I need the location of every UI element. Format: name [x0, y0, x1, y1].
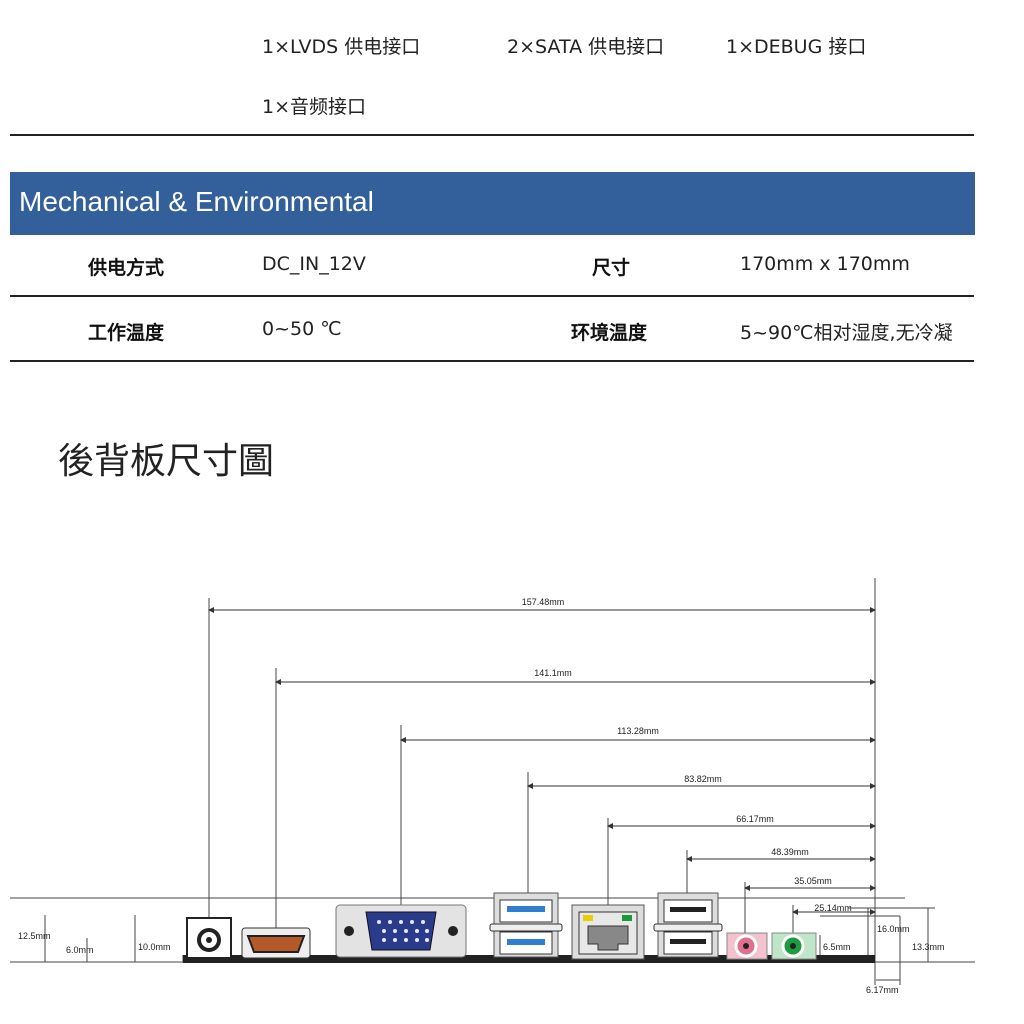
spec-value-env: 5~90℃相对湿度,无冷凝: [740, 322, 953, 344]
interface-sata: 2×SATA 供电接口: [507, 36, 665, 58]
dim-label: 6.17mm: [866, 985, 899, 995]
section-banner: Mechanical & Environmental: [10, 172, 975, 235]
audio-mic-jack-icon: [726, 932, 768, 960]
interface-debug: 1×DEBUG 接口: [726, 36, 867, 58]
usb2-port-icon: [653, 892, 723, 958]
rear-panel-drawing: 157.48mm 141.1mm 113.28mm 83.82mm 66.17m…: [10, 578, 975, 995]
interface-lvds: 1×LVDS 供电接口: [262, 36, 421, 58]
spec-value-power: DC_IN_12V: [262, 253, 366, 275]
dim-label: 83.82mm: [684, 774, 722, 784]
vga-port-icon: [335, 904, 467, 958]
dim-label: 6.0mm: [66, 945, 94, 955]
dim-label: 6.5mm: [823, 942, 851, 952]
dim-label: 10.0mm: [138, 942, 171, 952]
dim-label: 25.14mm: [814, 903, 852, 913]
dc-jack-icon: [186, 917, 232, 959]
dim-label: 13.3mm: [912, 942, 945, 952]
usb3-port-icon: [489, 892, 563, 958]
ethernet-port-icon: [571, 904, 645, 960]
dim-label: 12.5mm: [18, 931, 51, 941]
dim-label: 48.39mm: [771, 847, 809, 857]
divider: [10, 360, 974, 362]
dim-label: 157.48mm: [522, 597, 565, 607]
spec-label-size: 尺寸: [592, 257, 631, 279]
audio-line-out-jack-icon: [771, 932, 817, 960]
divider: [10, 134, 974, 136]
dim-label: 16.0mm: [877, 924, 910, 934]
dim-label: 66.17mm: [736, 814, 774, 824]
spec-value-size: 170mm x 170mm: [740, 253, 910, 275]
hdmi-port-icon: [241, 927, 311, 959]
spec-value-temp: 0~50 ℃: [262, 318, 342, 340]
spec-label-power: 供电方式: [88, 257, 165, 279]
interface-audio: 1×音频接口: [262, 96, 367, 118]
dim-label: 141.1mm: [534, 668, 572, 678]
divider: [10, 295, 974, 297]
section-title: Mechanical & Environmental: [19, 186, 374, 217]
drawing-title: 後背板尺寸圖: [58, 441, 275, 482]
spec-label-env: 环境温度: [571, 322, 648, 344]
dim-label: 35.05mm: [794, 876, 832, 886]
spec-label-temp: 工作温度: [88, 322, 165, 344]
dim-label: 113.28mm: [617, 726, 659, 736]
